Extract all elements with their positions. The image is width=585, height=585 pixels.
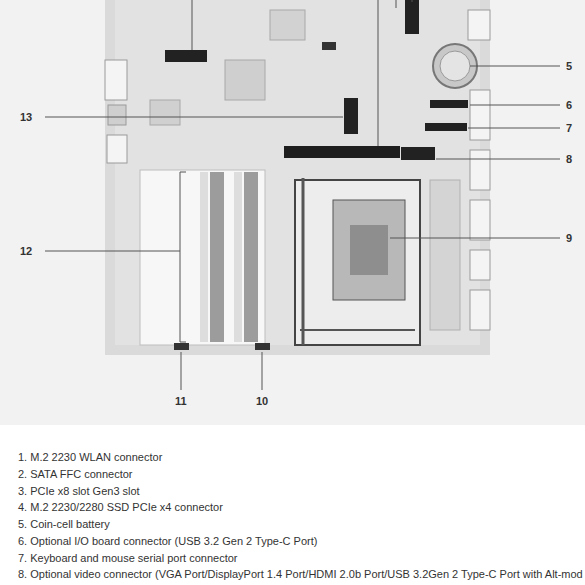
legend-item-text: 8. Optional video connector (VGA Port/Di… bbox=[18, 567, 583, 581]
serial-connector bbox=[425, 123, 467, 131]
callout-number: 5 bbox=[566, 59, 572, 73]
dimm-slot bbox=[210, 172, 224, 342]
io-port bbox=[108, 105, 126, 125]
m2-wlan-slot bbox=[165, 50, 207, 62]
socket-lever bbox=[300, 329, 415, 331]
callout-number: 12 bbox=[20, 244, 32, 258]
board bbox=[105, 0, 490, 355]
chip bbox=[150, 100, 180, 125]
io-port bbox=[470, 90, 490, 140]
callout-number: 8 bbox=[566, 152, 572, 166]
leader-lines bbox=[45, 0, 560, 390]
legend-item-text: 1. M.2 2230 WLAN connector bbox=[18, 450, 162, 464]
connector bbox=[255, 343, 270, 350]
legend-item-text: 5. Coin-cell battery bbox=[18, 517, 110, 531]
m2-ssd-slot bbox=[344, 98, 358, 134]
io-port bbox=[470, 150, 490, 190]
callout-number: 6 bbox=[566, 98, 572, 112]
io-port bbox=[468, 10, 490, 40]
connector bbox=[322, 42, 336, 50]
legend-item-text: 4. M.2 2230/2280 SSD PCIe x4 connector bbox=[18, 500, 223, 514]
dimm-slot bbox=[200, 172, 208, 342]
vrm-area bbox=[430, 180, 460, 330]
callout-number: 7 bbox=[566, 121, 572, 135]
io-board-connector bbox=[430, 100, 468, 108]
io-port bbox=[470, 290, 490, 330]
io-port bbox=[107, 135, 127, 163]
callout-number: 9 bbox=[566, 231, 572, 245]
callout-number: 13 bbox=[20, 110, 32, 124]
figure-ground bbox=[0, 0, 585, 425]
legend-item-text: 3. PCIe x8 slot Gen3 slot bbox=[18, 484, 140, 498]
chip bbox=[225, 60, 265, 100]
dimm-slot bbox=[234, 172, 242, 342]
socket-pins bbox=[333, 200, 405, 300]
callout-number: 10 bbox=[256, 394, 268, 408]
chip bbox=[270, 10, 305, 40]
callout-number: 11 bbox=[175, 394, 187, 408]
io-port bbox=[470, 200, 490, 240]
coin-cell-face bbox=[440, 51, 470, 81]
connector bbox=[174, 343, 189, 350]
video-connector bbox=[401, 147, 435, 160]
cpu-socket bbox=[295, 180, 420, 345]
memory-area bbox=[140, 170, 265, 345]
socket-center bbox=[350, 225, 388, 275]
legend-item-text: 6. Optional I/O board connector (USB 3.2… bbox=[18, 534, 317, 548]
legend-item-text: 2. SATA FFC connector bbox=[18, 467, 133, 481]
pcie-slot bbox=[284, 146, 400, 158]
io-port bbox=[105, 60, 127, 100]
sata-ffc bbox=[405, 0, 419, 34]
dimm-slot bbox=[244, 172, 258, 342]
legend-item-text: 7. Keyboard and mouse serial port connec… bbox=[18, 551, 238, 565]
socket-lever bbox=[302, 178, 305, 345]
io-port bbox=[470, 250, 490, 280]
board-surface bbox=[115, 0, 480, 345]
